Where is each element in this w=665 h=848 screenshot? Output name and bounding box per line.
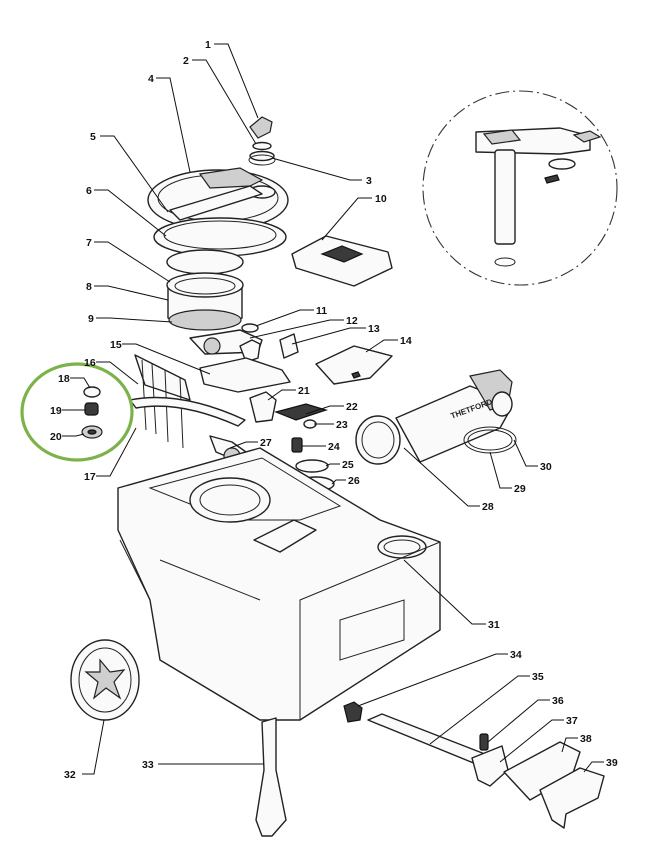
part-31-tank-body bbox=[117, 447, 441, 721]
callout-19: 19 bbox=[50, 405, 62, 417]
callout-33: 33 bbox=[142, 759, 154, 771]
callout-21: 21 bbox=[298, 385, 310, 397]
callout-5: 5 bbox=[90, 131, 96, 143]
callout-39: 39 bbox=[606, 757, 618, 769]
part-11-13-valves bbox=[189, 323, 299, 363]
part-28-30-outlet-pipe: THETFORD bbox=[355, 369, 517, 465]
callout-9: 9 bbox=[88, 313, 94, 325]
callout-16: 16 bbox=[84, 357, 96, 369]
part-15-lever bbox=[199, 357, 291, 393]
callout-24: 24 bbox=[328, 441, 340, 453]
part-32-wheel bbox=[70, 639, 140, 721]
highlight-circle bbox=[20, 362, 134, 462]
callout-4: 4 bbox=[148, 73, 154, 85]
callout-11: 11 bbox=[316, 305, 327, 317]
callout-31: 31 bbox=[488, 619, 500, 631]
callout-29: 29 bbox=[514, 483, 526, 495]
callout-34: 34 bbox=[510, 649, 522, 661]
callout-labels: 1 2 3 4 5 6 7 8 9 10 11 12 13 14 15 16 1… bbox=[50, 39, 618, 781]
detail-vent-assembly bbox=[475, 127, 602, 267]
callout-27: 27 bbox=[260, 437, 272, 449]
callout-35: 35 bbox=[532, 671, 544, 683]
callout-22: 22 bbox=[346, 401, 358, 413]
callout-37: 37 bbox=[566, 715, 578, 727]
detail-view-circle bbox=[422, 90, 618, 286]
part-33-handle bbox=[255, 717, 287, 837]
callout-2: 2 bbox=[183, 55, 189, 67]
callout-3: 3 bbox=[366, 175, 372, 187]
part-vent-cap bbox=[248, 116, 276, 166]
callout-28: 28 bbox=[482, 501, 494, 513]
part-18-20-small-parts bbox=[81, 386, 103, 439]
callout-23: 23 bbox=[336, 419, 348, 431]
callout-38: 38 bbox=[580, 733, 592, 745]
callout-30: 30 bbox=[540, 461, 552, 473]
callout-8: 8 bbox=[86, 281, 92, 293]
callout-18: 18 bbox=[58, 373, 70, 385]
part-bowl-ring bbox=[166, 249, 244, 331]
callout-1: 1 bbox=[205, 39, 211, 51]
part-14 bbox=[315, 345, 393, 385]
callout-26: 26 bbox=[348, 475, 360, 487]
callout-20: 20 bbox=[50, 431, 62, 443]
callout-25: 25 bbox=[342, 459, 354, 471]
callout-10: 10 bbox=[375, 193, 387, 205]
callout-12: 12 bbox=[346, 315, 358, 327]
part-34-39-slide-mechanism bbox=[343, 701, 605, 829]
callout-15: 15 bbox=[110, 339, 122, 351]
callout-36: 36 bbox=[552, 695, 564, 707]
callout-13: 13 bbox=[368, 323, 380, 335]
callout-14: 14 bbox=[400, 335, 412, 347]
callout-6: 6 bbox=[86, 185, 92, 197]
callout-7: 7 bbox=[86, 237, 92, 249]
callout-32: 32 bbox=[64, 769, 76, 781]
part-10 bbox=[291, 235, 393, 287]
part-16-17-frame bbox=[129, 354, 246, 449]
callout-17: 17 bbox=[84, 471, 96, 483]
leader-lines bbox=[62, 43, 604, 775]
part-lid-assembly bbox=[147, 167, 289, 257]
